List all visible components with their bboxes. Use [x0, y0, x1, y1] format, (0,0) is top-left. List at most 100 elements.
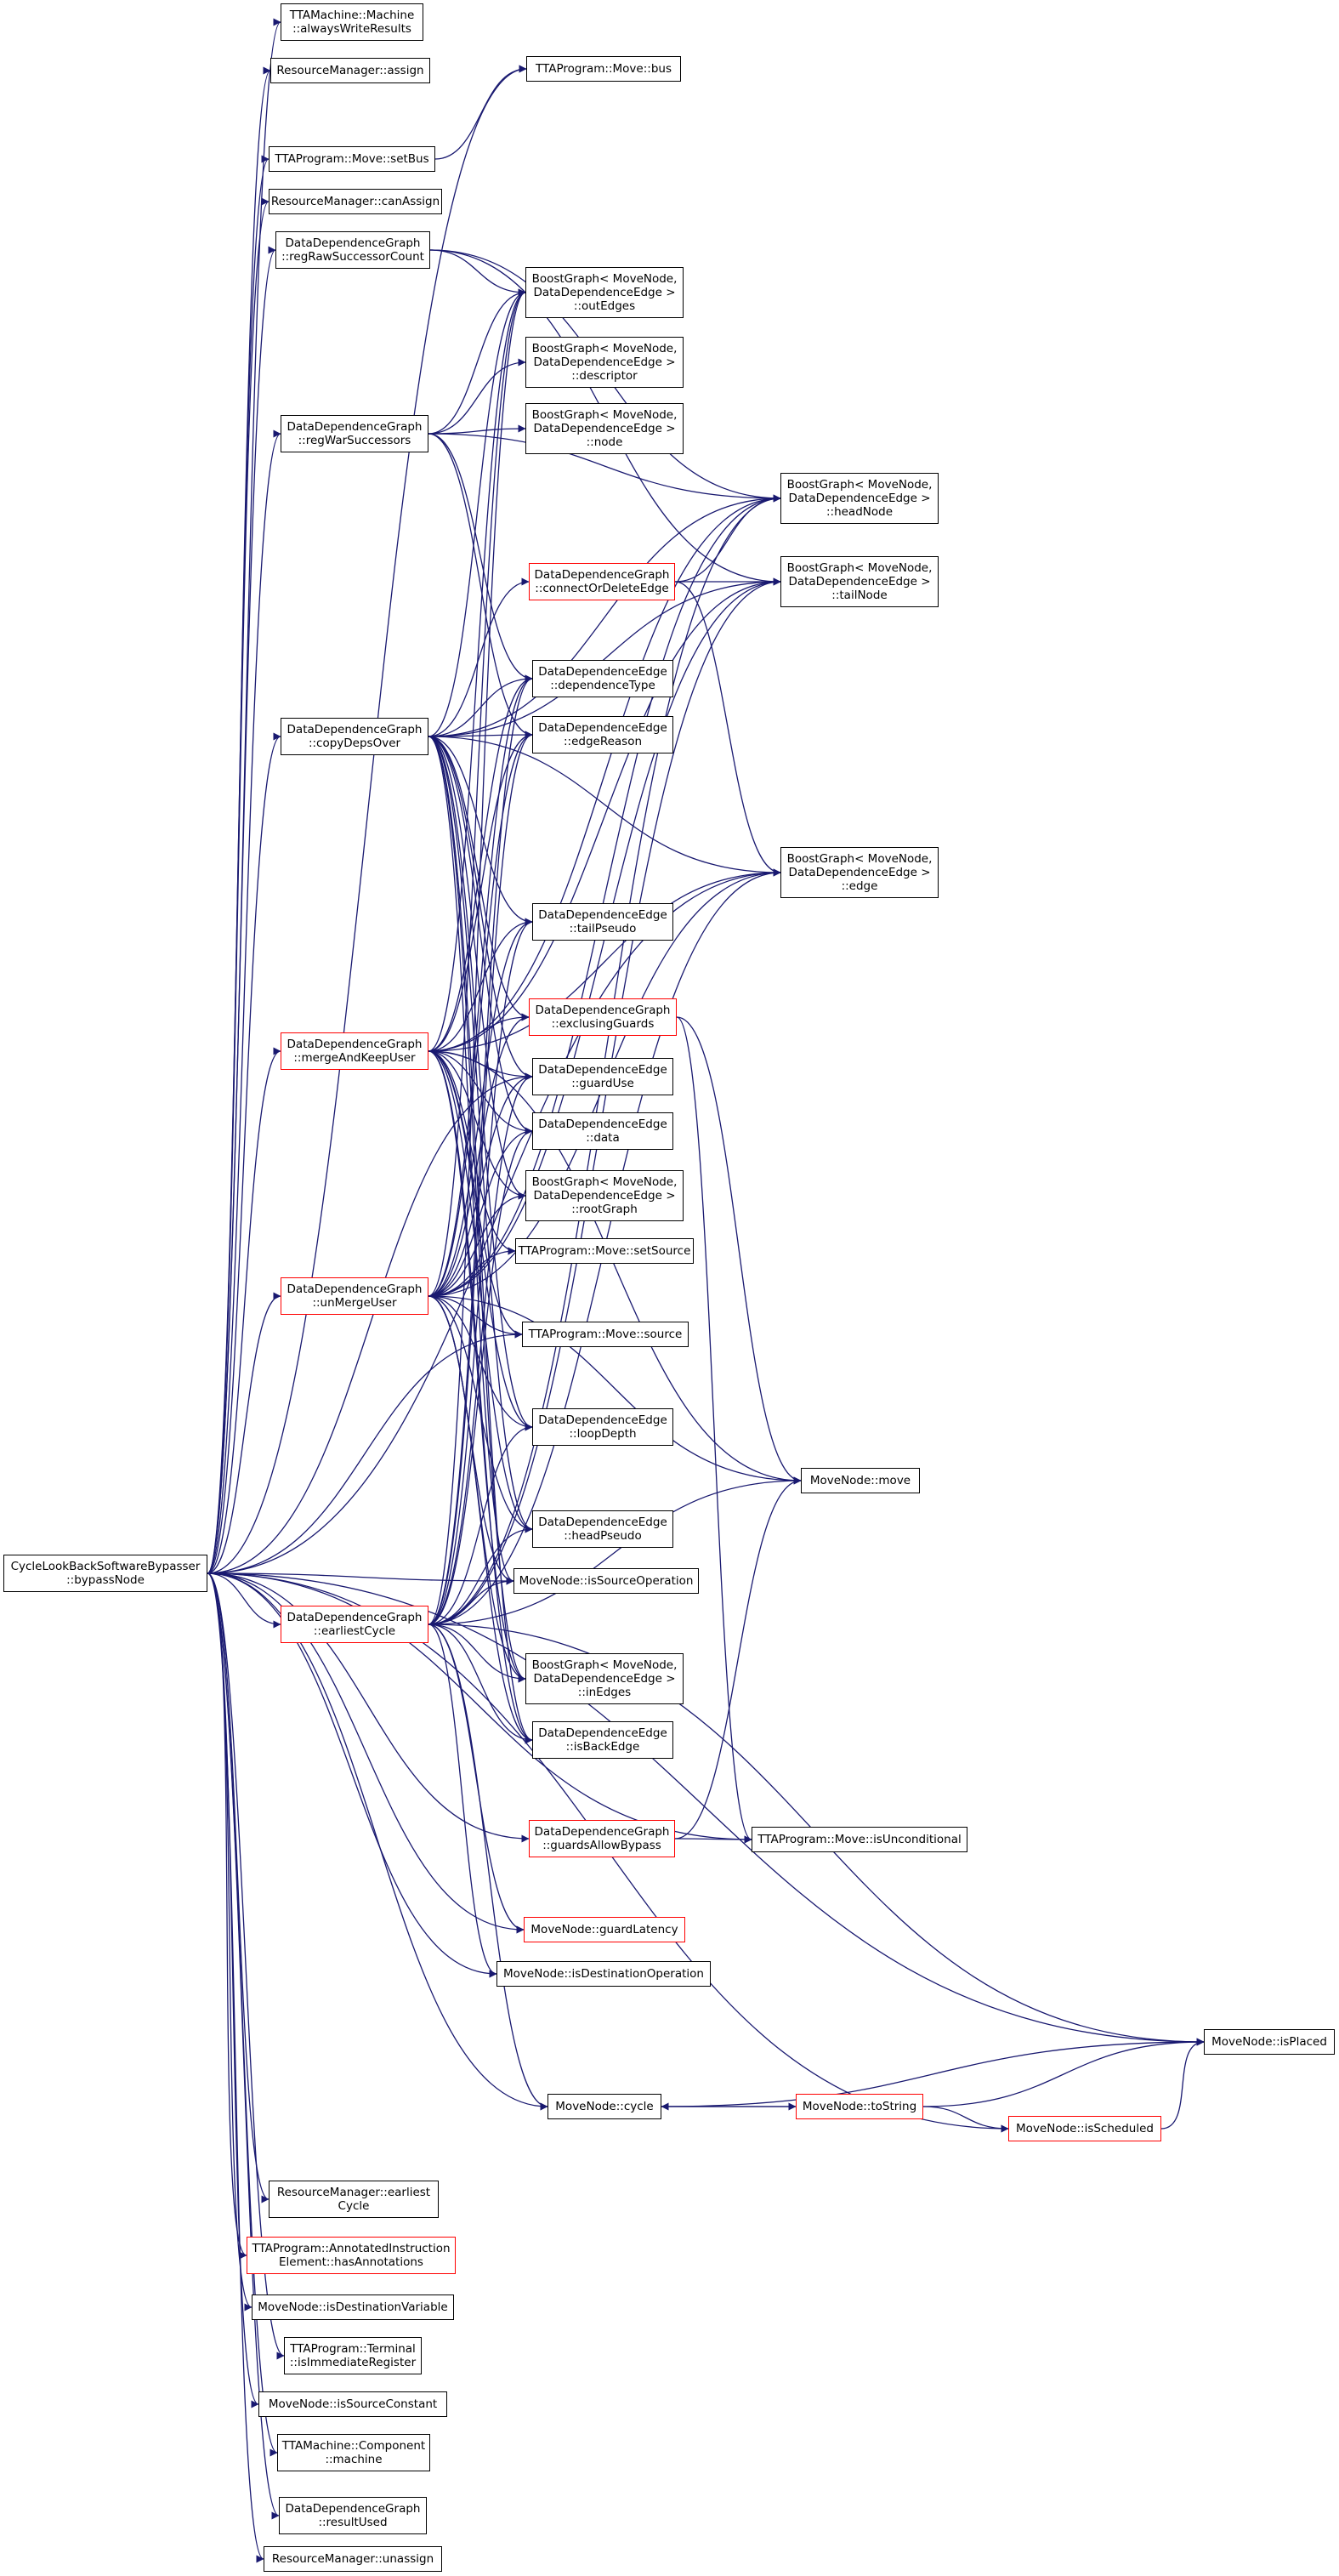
edge-root-to-resultUsed [207, 1572, 280, 2520]
edge-guardsAllowBypass-to-moveIsUnconditional [674, 1835, 752, 1844]
edge-earliestCycle-to-ddeData [428, 1127, 533, 1625]
edge-regWarSuccessors-to-ddeEdgeReason [428, 433, 533, 739]
node-un-merge-user[interactable]: DataDependenceGraph::unMergeUser [281, 1277, 428, 1315]
node-boost-graph-tail-node[interactable]: BoostGraph< MoveNode,DataDependenceEdge … [780, 556, 939, 607]
node-exclusing-guards[interactable]: DataDependenceGraph::exclusingGuards [529, 998, 677, 1036]
edge-mergeAndKeepUser-to-bgOutEdges [428, 288, 526, 1052]
edge-unMergeUser-to-mnMove [428, 1295, 802, 1485]
edge-root-to-mnIsSourceOperation [207, 1572, 514, 1585]
node-is-immediate-register[interactable]: TTAProgram::Terminal::isImmediateRegiste… [284, 2337, 422, 2374]
edge-earliestCycle-to-bgOutEdges [428, 288, 526, 1625]
edge-root-to-mnCycle [207, 1572, 548, 2111]
edge-exclusingGuards-to-mnMove [676, 1016, 802, 1485]
node-boost-graph-in-edges[interactable]: BoostGraph< MoveNode,DataDependenceEdge … [525, 1653, 684, 1704]
edge-mergeAndKeepUser-to-bgHeadNode [428, 494, 781, 1052]
node-resource-manager-assign[interactable]: ResourceManager::assign [270, 58, 430, 83]
edge-unMergeUser-to-ddeEdgeReason [428, 731, 533, 1297]
node-edge-reason[interactable]: DataDependenceEdge::edgeReason [532, 716, 673, 753]
edge-unMergeUser-to-ddeHeadPseudo [428, 1295, 533, 1533]
node-component-machine[interactable]: TTAMachine::Component::machine [277, 2434, 430, 2471]
node-boost-graph-root-graph[interactable]: BoostGraph< MoveNode,DataDependenceEdge … [525, 1170, 684, 1221]
node-ddg-earliest-cycle[interactable]: DataDependenceGraph::earliestCycle [281, 1606, 428, 1643]
edge-regWarSuccessors-to-bgHeadNode [428, 433, 781, 503]
node-connect-or-delete-edge[interactable]: DataDependenceGraph::connectOrDeleteEdge [529, 563, 675, 600]
edge-connectOrDeleteEdge-to-bgEdge [674, 581, 781, 877]
edge-root-to-regRawSuccessorCount [207, 246, 276, 1574]
edge-guardsAllowBypass-to-mnMove [674, 1476, 802, 1840]
edge-regWarSuccessors-to-bgOutEdges [428, 288, 526, 435]
node-dependence-type[interactable]: DataDependenceEdge::dependenceType [532, 660, 673, 697]
node-merge-and-keep-user[interactable]: DataDependenceGraph::mergeAndKeepUser [281, 1032, 428, 1070]
edge-mnIsScheduled-to-mnIsPlaced [1160, 2038, 1205, 2130]
edge-mergeAndKeepUser-to-mnMove [428, 1050, 802, 1485]
node-guard-use[interactable]: DataDependenceEdge::guardUse [532, 1058, 673, 1095]
edge-root-to-guardsAllowBypass [207, 1572, 530, 1843]
node-move-set-bus[interactable]: TTAProgram::Move::setBus [269, 146, 435, 172]
edge-regRawSuccessorCount-to-bgOutEdges [429, 249, 526, 297]
node-move-set-source[interactable]: TTAProgram::Move::setSource [515, 1238, 694, 1264]
edge-copyDepsOver-to-bgHeadNode [428, 494, 781, 737]
edge-root-to-mnIsPlaced [207, 1572, 1205, 2046]
node-head-pseudo[interactable]: DataDependenceEdge::headPseudo [532, 1510, 673, 1548]
node-tail-pseudo[interactable]: DataDependenceEdge::tailPseudo [532, 903, 673, 941]
node-boost-graph-node[interactable]: BoostGraph< MoveNode,DataDependenceEdge … [525, 403, 684, 454]
edge-unMergeUser-to-bgOutEdges [428, 288, 526, 1297]
node-boost-graph-descriptor[interactable]: BoostGraph< MoveNode,DataDependenceEdge … [525, 337, 684, 388]
edge-copyDepsOver-to-ddeData [428, 736, 533, 1135]
node-boost-graph-head-node[interactable]: BoostGraph< MoveNode,DataDependenceEdge … [780, 473, 939, 524]
node-to-string[interactable]: MoveNode::toString [796, 2094, 923, 2119]
edge-earliestCycle-to-mnIsSourceOperation [428, 1577, 514, 1625]
node-is-placed[interactable]: MoveNode::isPlaced [1204, 2029, 1335, 2055]
edge-copyDepsOver-to-bgEdge [428, 736, 781, 877]
node-boost-graph-edge[interactable]: BoostGraph< MoveNode,DataDependenceEdge … [780, 847, 939, 898]
node-guard-latency[interactable]: MoveNode::guardLatency [524, 1917, 685, 1942]
edge-copyDepsOver-to-bgTailNode [428, 577, 781, 737]
node-is-destination-variable[interactable]: MoveNode::isDestinationVariable [252, 2295, 454, 2320]
edge-earliestCycle-to-mnCycle [428, 1624, 548, 2111]
edge-mergeAndKeepUser-to-moveSetSource [428, 1050, 516, 1255]
edge-copyDepsOver-to-ddeTailPseudo [428, 736, 533, 926]
edge-moveSetBus-to-moveBus [434, 65, 527, 160]
edge-earliestCycle-to-ddeEdgeReason [428, 731, 533, 1625]
node-result-used[interactable]: DataDependenceGraph::resultUsed [279, 2497, 427, 2534]
node-reg-raw-successor-count[interactable]: DataDependenceGraph::regRawSuccessorCoun… [275, 231, 430, 269]
node-is-back-edge[interactable]: DataDependenceEdge::isBackEdge [532, 1721, 673, 1759]
node-edge-data[interactable]: DataDependenceEdge::data [532, 1112, 673, 1150]
edge-mergeAndKeepUser-to-ddeData [428, 1050, 533, 1135]
edge-root-to-mnIsSourceConstant [207, 1572, 259, 2408]
edge-mergeAndKeepUser-to-bgInEdges [428, 1050, 526, 1683]
node-move-is-unconditional[interactable]: TTAProgram::Move::isUnconditional [752, 1827, 967, 1852]
edge-earliestCycle-to-ddeLoopDepth [428, 1423, 533, 1625]
edge-earliestCycle-to-ddeHeadPseudo [428, 1525, 533, 1625]
node-is-source-constant[interactable]: MoveNode::isSourceConstant [258, 2391, 447, 2417]
node-is-source-operation[interactable]: MoveNode::isSourceOperation [513, 1568, 699, 1594]
edge-root-to-mergeAndKeepUser [207, 1047, 281, 1574]
edge-exclusingGuards-to-moveIsUnconditional [676, 1016, 752, 1844]
node-resource-manager-can-assign[interactable]: ResourceManager::canAssign [269, 189, 442, 214]
edge-copyDepsOver-to-bgOutEdges [428, 288, 526, 737]
edge-copyDepsOver-to-ddeGuardUse [428, 736, 533, 1081]
node-always-write-results[interactable]: TTAMachine::Machine::alwaysWriteResults [281, 3, 423, 41]
node-loop-depth[interactable]: DataDependenceEdge::loopDepth [532, 1408, 673, 1446]
node-move-source[interactable]: TTAProgram::Move::source [522, 1322, 689, 1347]
node-move-bus[interactable]: TTAProgram::Move::bus [526, 56, 681, 82]
edge-root-to-rmUnassign [207, 1572, 264, 2563]
edge-copyDepsOver-to-ddeDependenceType [428, 674, 533, 737]
edge-mergeAndKeepUser-to-bgRootGraph [428, 1050, 526, 1200]
edge-regWarSuccessors-to-ddeDependenceType [428, 433, 533, 683]
node-copy-deps-over[interactable]: DataDependenceGraph::copyDepsOver [281, 718, 428, 755]
node-move-node-move[interactable]: MoveNode::move [801, 1468, 920, 1493]
node-move-node-cycle[interactable]: MoveNode::cycle [548, 2094, 661, 2119]
node-resource-manager-unassign[interactable]: ResourceManager::unassign [264, 2546, 442, 2572]
node-guards-allow-bypass[interactable]: DataDependenceGraph::guardsAllowBypass [529, 1820, 675, 1857]
node-reg-war-successors[interactable]: DataDependenceGraph::regWarSuccessors [281, 415, 428, 452]
edge-connectOrDeleteEdge-to-bgHeadNode [674, 494, 781, 583]
edge-unMergeUser-to-ddeData [428, 1127, 533, 1297]
node-is-destination-operation[interactable]: MoveNode::isDestinationOperation [496, 1961, 711, 1987]
node-is-scheduled[interactable]: MoveNode::isScheduled [1008, 2116, 1161, 2141]
node-boost-graph-out-edges[interactable]: BoostGraph< MoveNode,DataDependenceEdge … [525, 267, 684, 318]
edge-earliestCycle-to-ddeIsBackEdge [428, 1624, 533, 1744]
edge-earliestCycle-to-ddeDependenceType [428, 674, 533, 1625]
